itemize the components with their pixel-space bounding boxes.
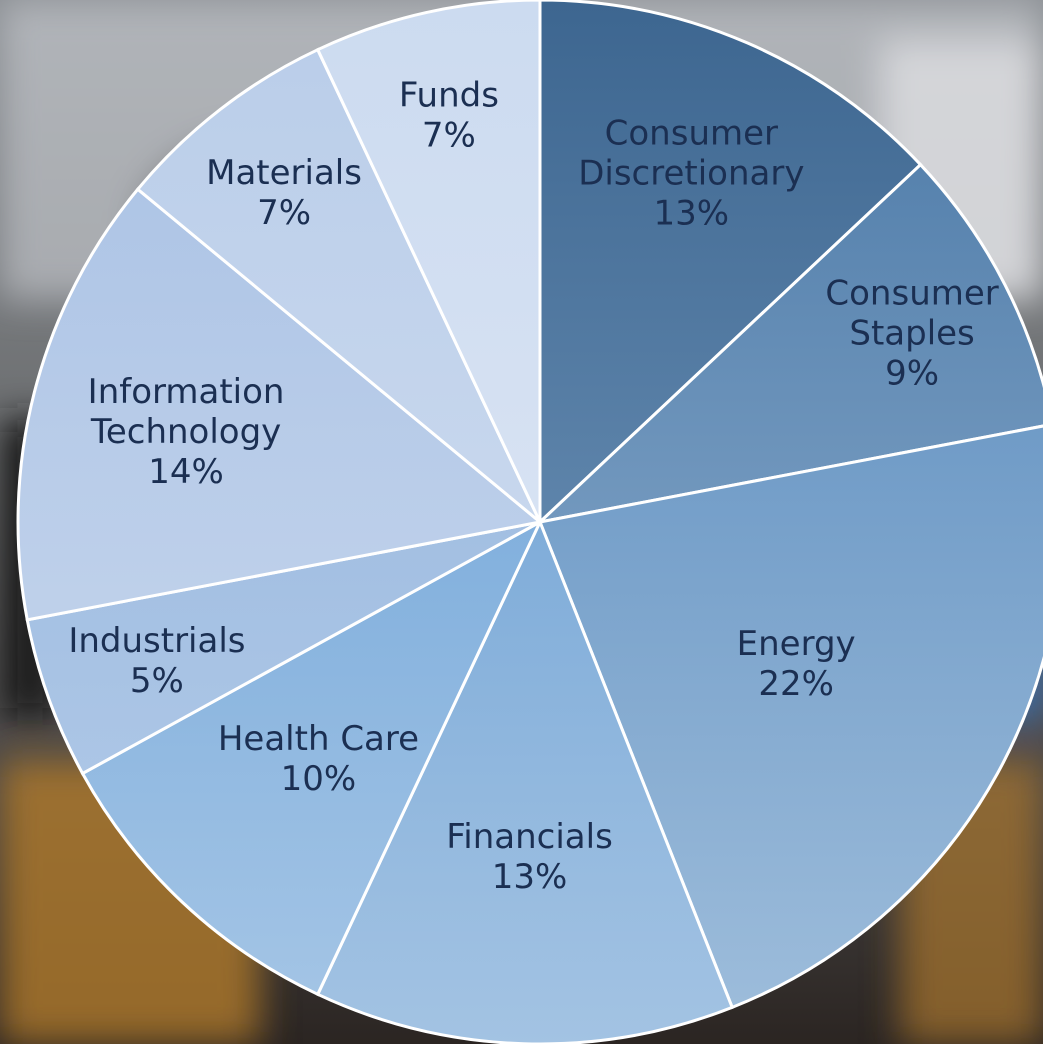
slice-name: Materials xyxy=(206,153,362,193)
slice-name: Consumer xyxy=(825,273,998,313)
pie-slice-information-technology xyxy=(16,187,544,622)
pie-slice-funds xyxy=(315,0,542,523)
slice-name: Staples xyxy=(849,313,974,353)
slice-percent: 9% xyxy=(885,353,939,393)
slice-percent: 5% xyxy=(130,661,184,701)
slice-percent: 13% xyxy=(654,193,730,233)
slice-percent: 14% xyxy=(148,452,224,492)
pie-slice-health-care xyxy=(80,518,544,997)
pie-slice-energy xyxy=(537,424,1043,1010)
pie-slices xyxy=(16,0,1043,1044)
slice-name: Information xyxy=(88,372,285,412)
slice-percent: 13% xyxy=(492,857,568,897)
pie-slice-consumer-discretionary xyxy=(538,0,923,526)
slice-percent: 10% xyxy=(281,759,357,799)
slice-name: Health Care xyxy=(218,719,419,759)
slice-name: Funds xyxy=(399,75,499,115)
slice-name: Financials xyxy=(446,817,613,857)
pie-slice-consumer-staples xyxy=(535,162,1043,525)
pie-slice-industrials xyxy=(25,520,541,776)
slice-percent: 7% xyxy=(257,193,311,233)
slice-name: Discretionary xyxy=(578,153,804,193)
slice-name: Consumer xyxy=(605,113,778,153)
slice-percent: 22% xyxy=(758,664,834,704)
slice-name: Energy xyxy=(737,624,856,664)
pie-slice-materials xyxy=(135,47,542,524)
slice-name: Industrials xyxy=(68,621,245,661)
slice-percent: 7% xyxy=(422,115,476,155)
slice-name: Technology xyxy=(90,412,281,452)
